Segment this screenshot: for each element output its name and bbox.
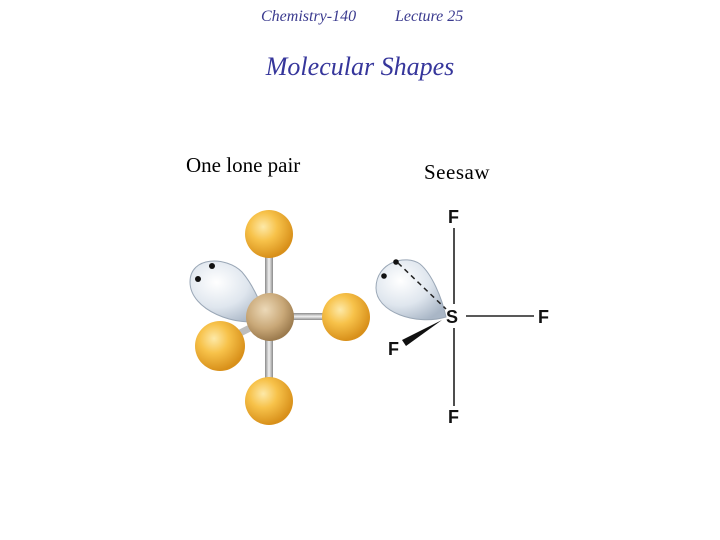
ligand-ball-right — [322, 293, 370, 341]
bond-stick-top — [265, 252, 273, 304]
bond-stick-bottom — [265, 330, 273, 380]
bond-wedge-front — [402, 320, 442, 346]
ligand-label-front: F — [388, 339, 399, 359]
seesaw-structure-diagram: S F F F F — [375, 207, 549, 427]
lone-pair-electron — [381, 273, 387, 279]
right-caption: Seesaw — [424, 160, 490, 184]
lone-pair-lobe — [189, 260, 267, 323]
lone-pair-electron — [393, 259, 399, 265]
slide-header: Chemistry-140 Lecture 25 — [0, 8, 720, 30]
bond-stick-right — [284, 313, 336, 320]
course-name: Chemistry-140 — [261, 8, 357, 25]
ligand-ball-bottom — [245, 377, 293, 425]
lone-pair-lobe — [375, 259, 447, 321]
slide-title: Molecular Shapes — [265, 52, 455, 81]
left-caption: One lone pair — [186, 153, 301, 177]
ligand-ball-front — [195, 321, 245, 371]
central-atom-label: S — [446, 307, 458, 327]
ligand-label-top: F — [448, 207, 459, 227]
ligand-ball-top — [245, 210, 293, 258]
ligand-label-bottom: F — [448, 407, 459, 427]
lone-pair-dashed-line — [397, 262, 447, 310]
lecture-number: Lecture 25 — [395, 8, 464, 25]
lone-pair-electron — [209, 263, 215, 269]
ligand-label-right: F — [538, 307, 549, 327]
lone-pair-electron — [195, 276, 201, 282]
central-atom-ball — [246, 293, 294, 341]
ball-and-stick-model — [189, 210, 370, 425]
